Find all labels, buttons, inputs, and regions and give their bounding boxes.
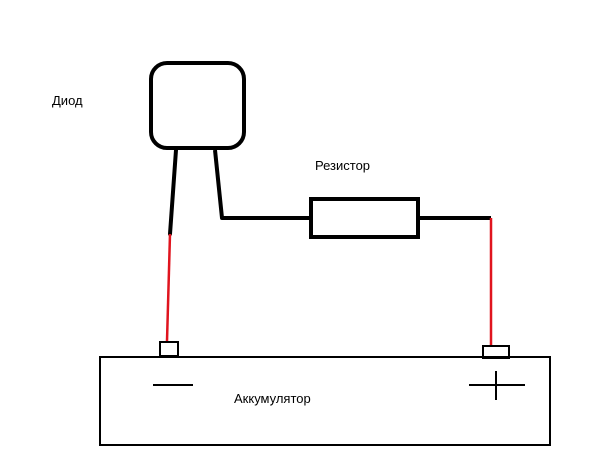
- resistor-label: Резистор: [315, 158, 370, 173]
- diode-body: [149, 61, 246, 150]
- battery-label: Аккумулятор: [234, 391, 311, 406]
- resistor-body: [309, 197, 420, 239]
- diode-left-lead: [168, 148, 178, 236]
- plus-sign-icon: [469, 371, 525, 400]
- negative-red-wire: [165, 233, 172, 342]
- diode-label: Диод: [52, 93, 83, 108]
- negative-terminal: [159, 341, 179, 357]
- positive-terminal: [482, 345, 510, 359]
- diode-right-lead: [213, 149, 311, 220]
- battery-body: [99, 356, 551, 446]
